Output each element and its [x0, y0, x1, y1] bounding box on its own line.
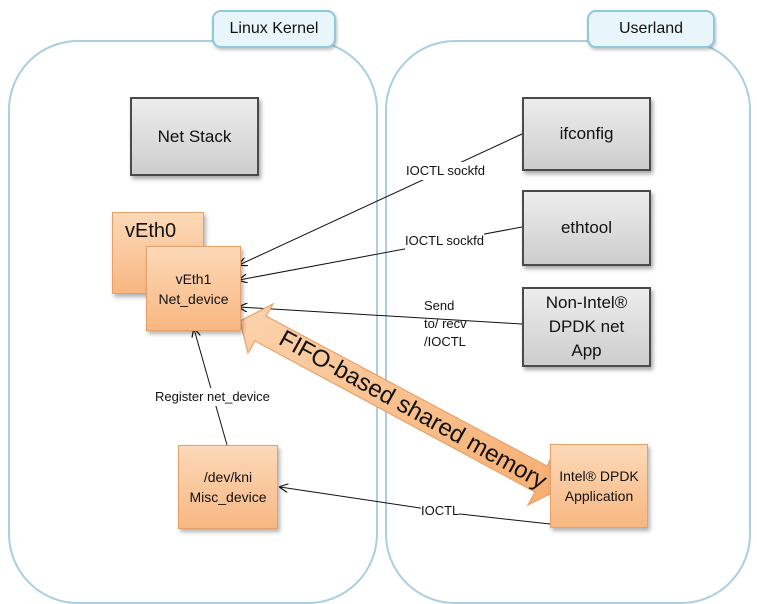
kernel-region-title: Linux Kernel: [212, 10, 336, 48]
ethtool-box: ethtool: [522, 190, 651, 266]
dev-kni-box: /dev/kni Misc_device: [178, 445, 278, 529]
send-recv-label: Send to/ recv /IOCTL: [424, 298, 467, 349]
edge-kni-veth1: [194, 329, 228, 446]
intel-dpdk-app-label: Intel® DPDK Application: [559, 468, 639, 504]
userland-region-title: Userland: [587, 10, 715, 48]
ioctl-sockfd-label-1: IOCTL sockfd: [406, 162, 485, 180]
non-intel-app-label: Non-Intel® DPDK net App: [545, 293, 628, 360]
ifconfig-box: ifconfig: [522, 97, 651, 171]
edge-app-veth1: [239, 307, 523, 325]
ioctl-label: IOCTL: [421, 502, 460, 520]
veth1-box: vEth1 Net_device: [146, 246, 241, 331]
edge-ifconfig-veth1: [239, 133, 523, 265]
veth1-label: vEth1 Net_device: [158, 270, 229, 307]
ioctl-sockfd-label-2: IOCTL sockfd: [405, 232, 484, 250]
intel-dpdk-app-box: Intel® DPDK Application: [550, 444, 648, 528]
register-net-device-label: Register net_device: [155, 388, 270, 406]
non-intel-app-box: Non-Intel® DPDK net App: [522, 287, 651, 367]
edge-dpdk-kni: [280, 487, 551, 525]
dev-kni-label: /dev/kni Misc_device: [189, 469, 267, 505]
net-stack-box: Net Stack: [130, 97, 259, 176]
veth0-label: vEth0: [125, 220, 177, 242]
